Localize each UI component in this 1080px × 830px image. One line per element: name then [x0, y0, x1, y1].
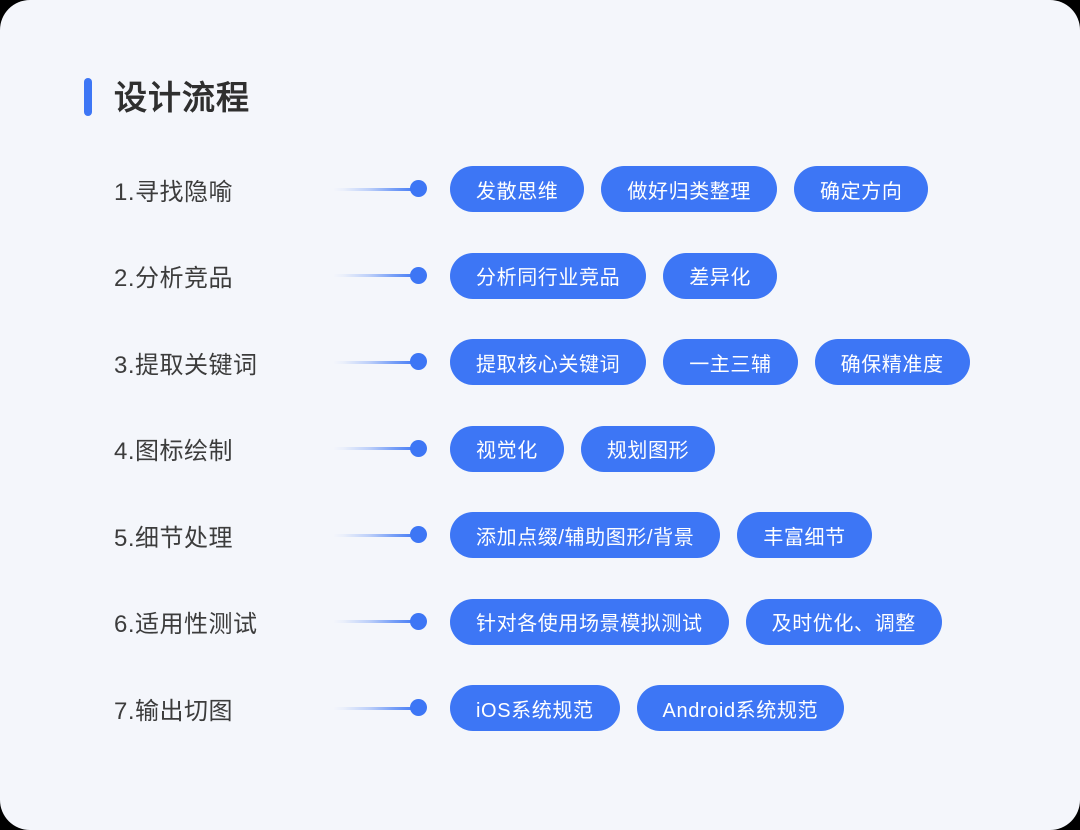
connector-line: [333, 620, 419, 623]
page-title: 设计流程: [114, 78, 250, 116]
tag-pill[interactable]: 做好归类整理: [601, 166, 778, 212]
connector-dot-icon: [410, 353, 427, 370]
tag-pill[interactable]: 差异化: [663, 252, 778, 299]
step-row: 6.适用性测试 针对各使用场景模拟测试及时优化、调整: [0, 598, 1080, 686]
step-row: 4.图标绘制 视觉化规划图形: [0, 425, 1080, 513]
connector-line: [333, 187, 419, 191]
tag-pill[interactable]: 确保精准度: [814, 339, 970, 385]
step-tag-group: 针对各使用场景模拟测试及时优化、调整: [450, 598, 942, 645]
connector-dot-icon: [410, 612, 427, 630]
tag-pill[interactable]: 发散思维: [450, 166, 585, 212]
step-label: 7.输出切图: [114, 697, 234, 725]
tag-pill[interactable]: 一主三辅: [663, 339, 798, 385]
step-label: 3.提取关键词: [114, 351, 258, 379]
connector-line: [333, 360, 419, 364]
step-label: 1.寻找隐喻: [114, 178, 234, 206]
step-row: 3.提取关键词 提取核心关键词一主三辅确保精准度: [0, 339, 1080, 426]
tag-pill[interactable]: 添加点缀/辅助图形/背景: [450, 512, 721, 558]
tag-pill[interactable]: iOS系统规范: [450, 685, 620, 731]
step-label: 5.细节处理: [114, 524, 234, 552]
connector-dot-icon: [410, 266, 427, 284]
step-connector: [333, 339, 427, 385]
connector-dot-icon: [410, 180, 427, 197]
step-connector: [333, 426, 427, 472]
step-connector: [333, 166, 427, 212]
steps-list: 1.寻找隐喻 发散思维做好归类整理确定方向 2.分析竞品 分析同行业竞品差异化 3.提取…: [0, 166, 1080, 772]
title-accent-bar: [84, 78, 92, 116]
connector-line: [333, 533, 419, 537]
connector-line: [333, 274, 419, 277]
tag-pill[interactable]: 确定方向: [794, 166, 929, 212]
tag-pill[interactable]: 丰富细节: [737, 512, 872, 558]
step-tag-group: 添加点缀/辅助图形/背景丰富细节: [450, 512, 872, 558]
step-tag-group: 分析同行业竞品差异化: [450, 252, 778, 299]
connector-dot-icon: [410, 526, 427, 543]
step-tag-group: 视觉化规划图形: [450, 425, 716, 472]
connector-line: [333, 447, 419, 450]
step-connector: [333, 685, 427, 731]
tag-pill[interactable]: 规划图形: [580, 425, 716, 472]
step-connector: [333, 512, 427, 558]
step-connector: [333, 253, 427, 299]
connector-dot-icon: [410, 699, 427, 716]
step-connector: [333, 599, 427, 645]
step-row: 1.寻找隐喻 发散思维做好归类整理确定方向: [0, 166, 1080, 253]
step-tag-group: 提取核心关键词一主三辅确保精准度: [450, 339, 970, 385]
header: 设计流程: [84, 78, 250, 116]
step-label: 6.适用性测试: [114, 611, 258, 638]
tag-pill[interactable]: 视觉化: [450, 425, 564, 472]
tag-pill[interactable]: 及时优化、调整: [745, 598, 942, 645]
connector-line: [333, 706, 419, 710]
tag-pill[interactable]: 提取核心关键词: [450, 339, 647, 385]
step-label: 2.分析竞品: [114, 265, 234, 292]
tag-pill[interactable]: Android系统规范: [636, 685, 845, 731]
step-row: 7.输出切图 iOS系统规范 Android系统规范: [0, 685, 1080, 772]
step-row: 5.细节处理 添加点缀/辅助图形/背景丰富细节: [0, 512, 1080, 599]
step-tag-group: 发散思维做好归类整理确定方向: [450, 166, 929, 212]
step-row: 2.分析竞品 分析同行业竞品差异化: [0, 252, 1080, 340]
tag-pill[interactable]: 分析同行业竞品: [450, 252, 647, 299]
tag-pill[interactable]: 针对各使用场景模拟测试: [450, 598, 729, 645]
step-label: 4.图标绘制: [114, 438, 234, 465]
step-tag-group: iOS系统规范 Android系统规范: [450, 685, 845, 731]
connector-dot-icon: [410, 439, 427, 457]
